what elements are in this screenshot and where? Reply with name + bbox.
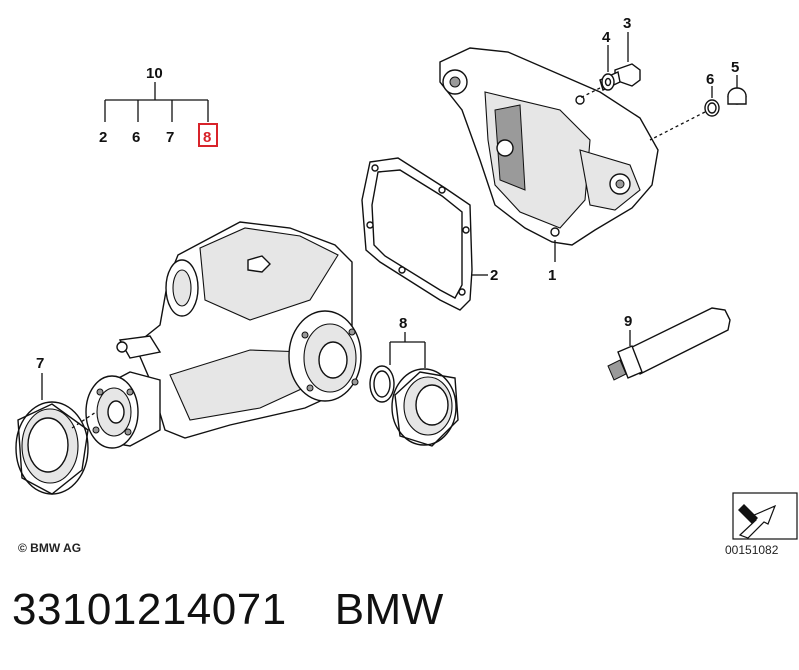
- part-number: 33101214071: [12, 585, 287, 634]
- callout-10[interactable]: 10: [146, 65, 163, 82]
- callout-9[interactable]: 9: [624, 313, 632, 330]
- gasket-part-2: 2: [361, 157, 498, 311]
- callout-2-group[interactable]: 2: [99, 129, 107, 146]
- catalog-arrow-icon: [732, 492, 798, 540]
- part-number-line: 33101214071 BMW: [12, 585, 492, 635]
- callout-4[interactable]: 4: [602, 29, 611, 46]
- brand-name: BMW: [334, 585, 444, 634]
- input-seal-part-7: 7: [15, 355, 97, 495]
- callout-1[interactable]: 1: [548, 267, 556, 284]
- callout-3[interactable]: 3: [623, 15, 631, 32]
- copyright-text: © BMW AG: [18, 541, 82, 555]
- side-seal-part-8: 8: [369, 315, 459, 447]
- callout-6-group[interactable]: 6: [132, 129, 140, 146]
- callout-5[interactable]: 5: [731, 59, 739, 76]
- rear-cover-part-1: 1: [439, 47, 659, 284]
- callout-2[interactable]: 2: [490, 267, 498, 284]
- washer-part-4: 4: [579, 29, 615, 99]
- callout-7-group[interactable]: 7: [166, 129, 174, 146]
- sealant-tube-part-9: 9: [607, 307, 731, 381]
- callout-6[interactable]: 6: [706, 71, 714, 88]
- group-tree: 10 2 6 7 8: [99, 65, 218, 147]
- differential-housing: [85, 221, 362, 449]
- highlight-box: [198, 123, 218, 147]
- plug-part-5: 5: [727, 59, 747, 105]
- callout-8-group-highlighted[interactable]: 8: [203, 129, 211, 146]
- catalog-id: 00151082: [725, 543, 779, 557]
- callout-8[interactable]: 8: [399, 315, 407, 332]
- seal-ring-part-6: 6: [649, 71, 720, 141]
- callout-7[interactable]: 7: [36, 355, 44, 372]
